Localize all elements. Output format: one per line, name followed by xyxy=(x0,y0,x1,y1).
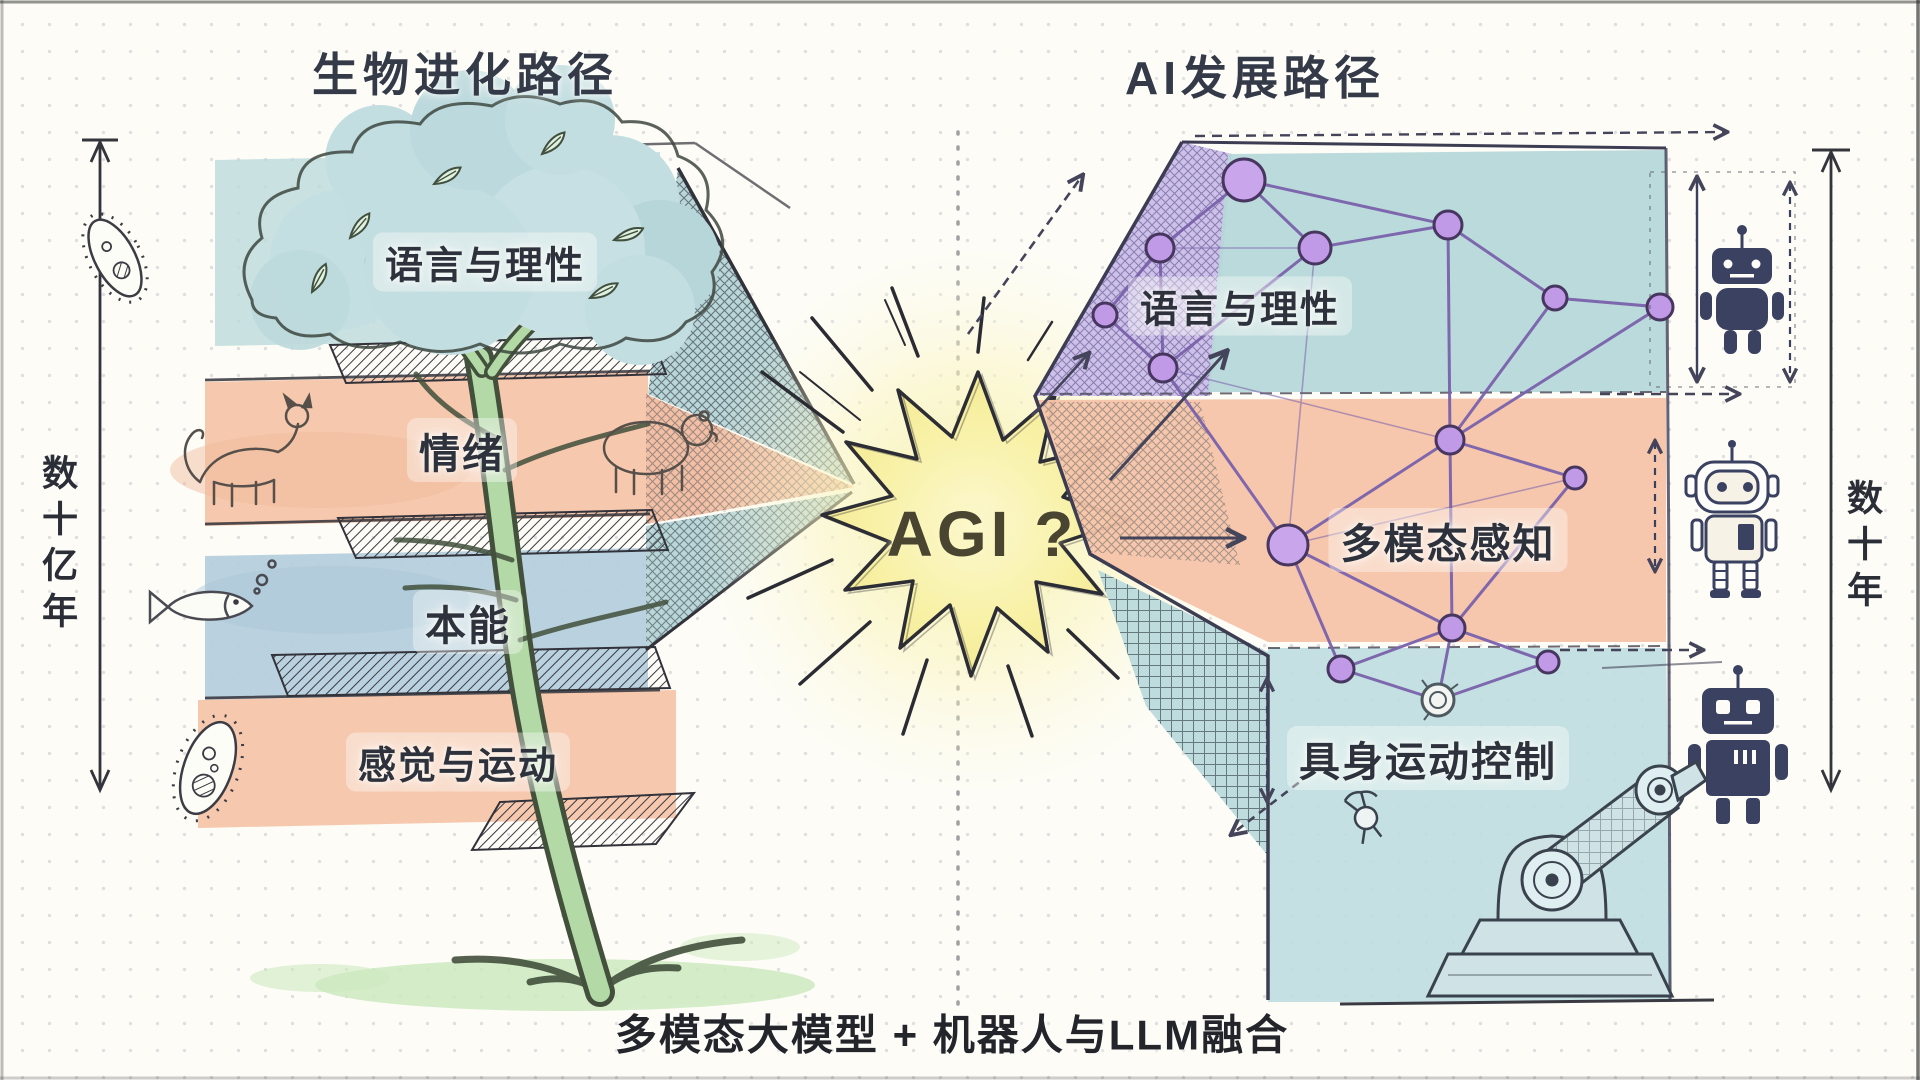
robot-square-icon xyxy=(1688,665,1788,824)
bio-path-title: 生物进化路径 xyxy=(312,49,618,101)
robot-rounded-icon xyxy=(1684,440,1780,598)
cat-icon xyxy=(183,392,313,508)
fish-icon xyxy=(148,559,277,625)
gripper-icon xyxy=(1343,790,1383,844)
ai-layer-language-rationality: 语言与理性 xyxy=(1127,276,1353,336)
ai-layer-embodied-motor-control: 具身运动控制 xyxy=(1287,726,1569,790)
right-time-axis xyxy=(1812,148,1850,794)
bear-icon xyxy=(602,410,718,496)
agi-question-label: AGI ? xyxy=(886,498,1078,570)
microbe-icon xyxy=(81,212,149,304)
robot-humanoid-icon xyxy=(1700,225,1784,354)
hollow-node xyxy=(1420,679,1459,721)
ai-axis-label: 数十年 xyxy=(1842,479,1883,617)
ai-path-title: AI发展路径 xyxy=(1125,52,1385,104)
bio-layer-instinct: 本能 xyxy=(413,590,523,654)
tree-crown xyxy=(242,65,725,365)
dimension-arrows xyxy=(1267,171,1795,800)
ai-layer-multimodal-perception: 多模态感知 xyxy=(1328,508,1568,572)
bio-layer-sensation-movement: 感觉与运动 xyxy=(345,732,571,792)
network-nodes xyxy=(1091,157,1675,721)
evolution-tree xyxy=(242,65,815,1011)
bio-layer-emotion: 情绪 xyxy=(407,418,517,482)
flow-arrows xyxy=(966,132,1738,834)
robotic-arm-icon xyxy=(1425,759,1708,998)
footer-caption: 多模态大模型 + 机器人与LLM融合 xyxy=(614,1011,1290,1059)
bio-axis-label: 数十亿年 xyxy=(37,454,78,638)
neural-network xyxy=(1091,157,1675,721)
bio-layer-language-rationality: 语言与理性 xyxy=(372,232,598,292)
